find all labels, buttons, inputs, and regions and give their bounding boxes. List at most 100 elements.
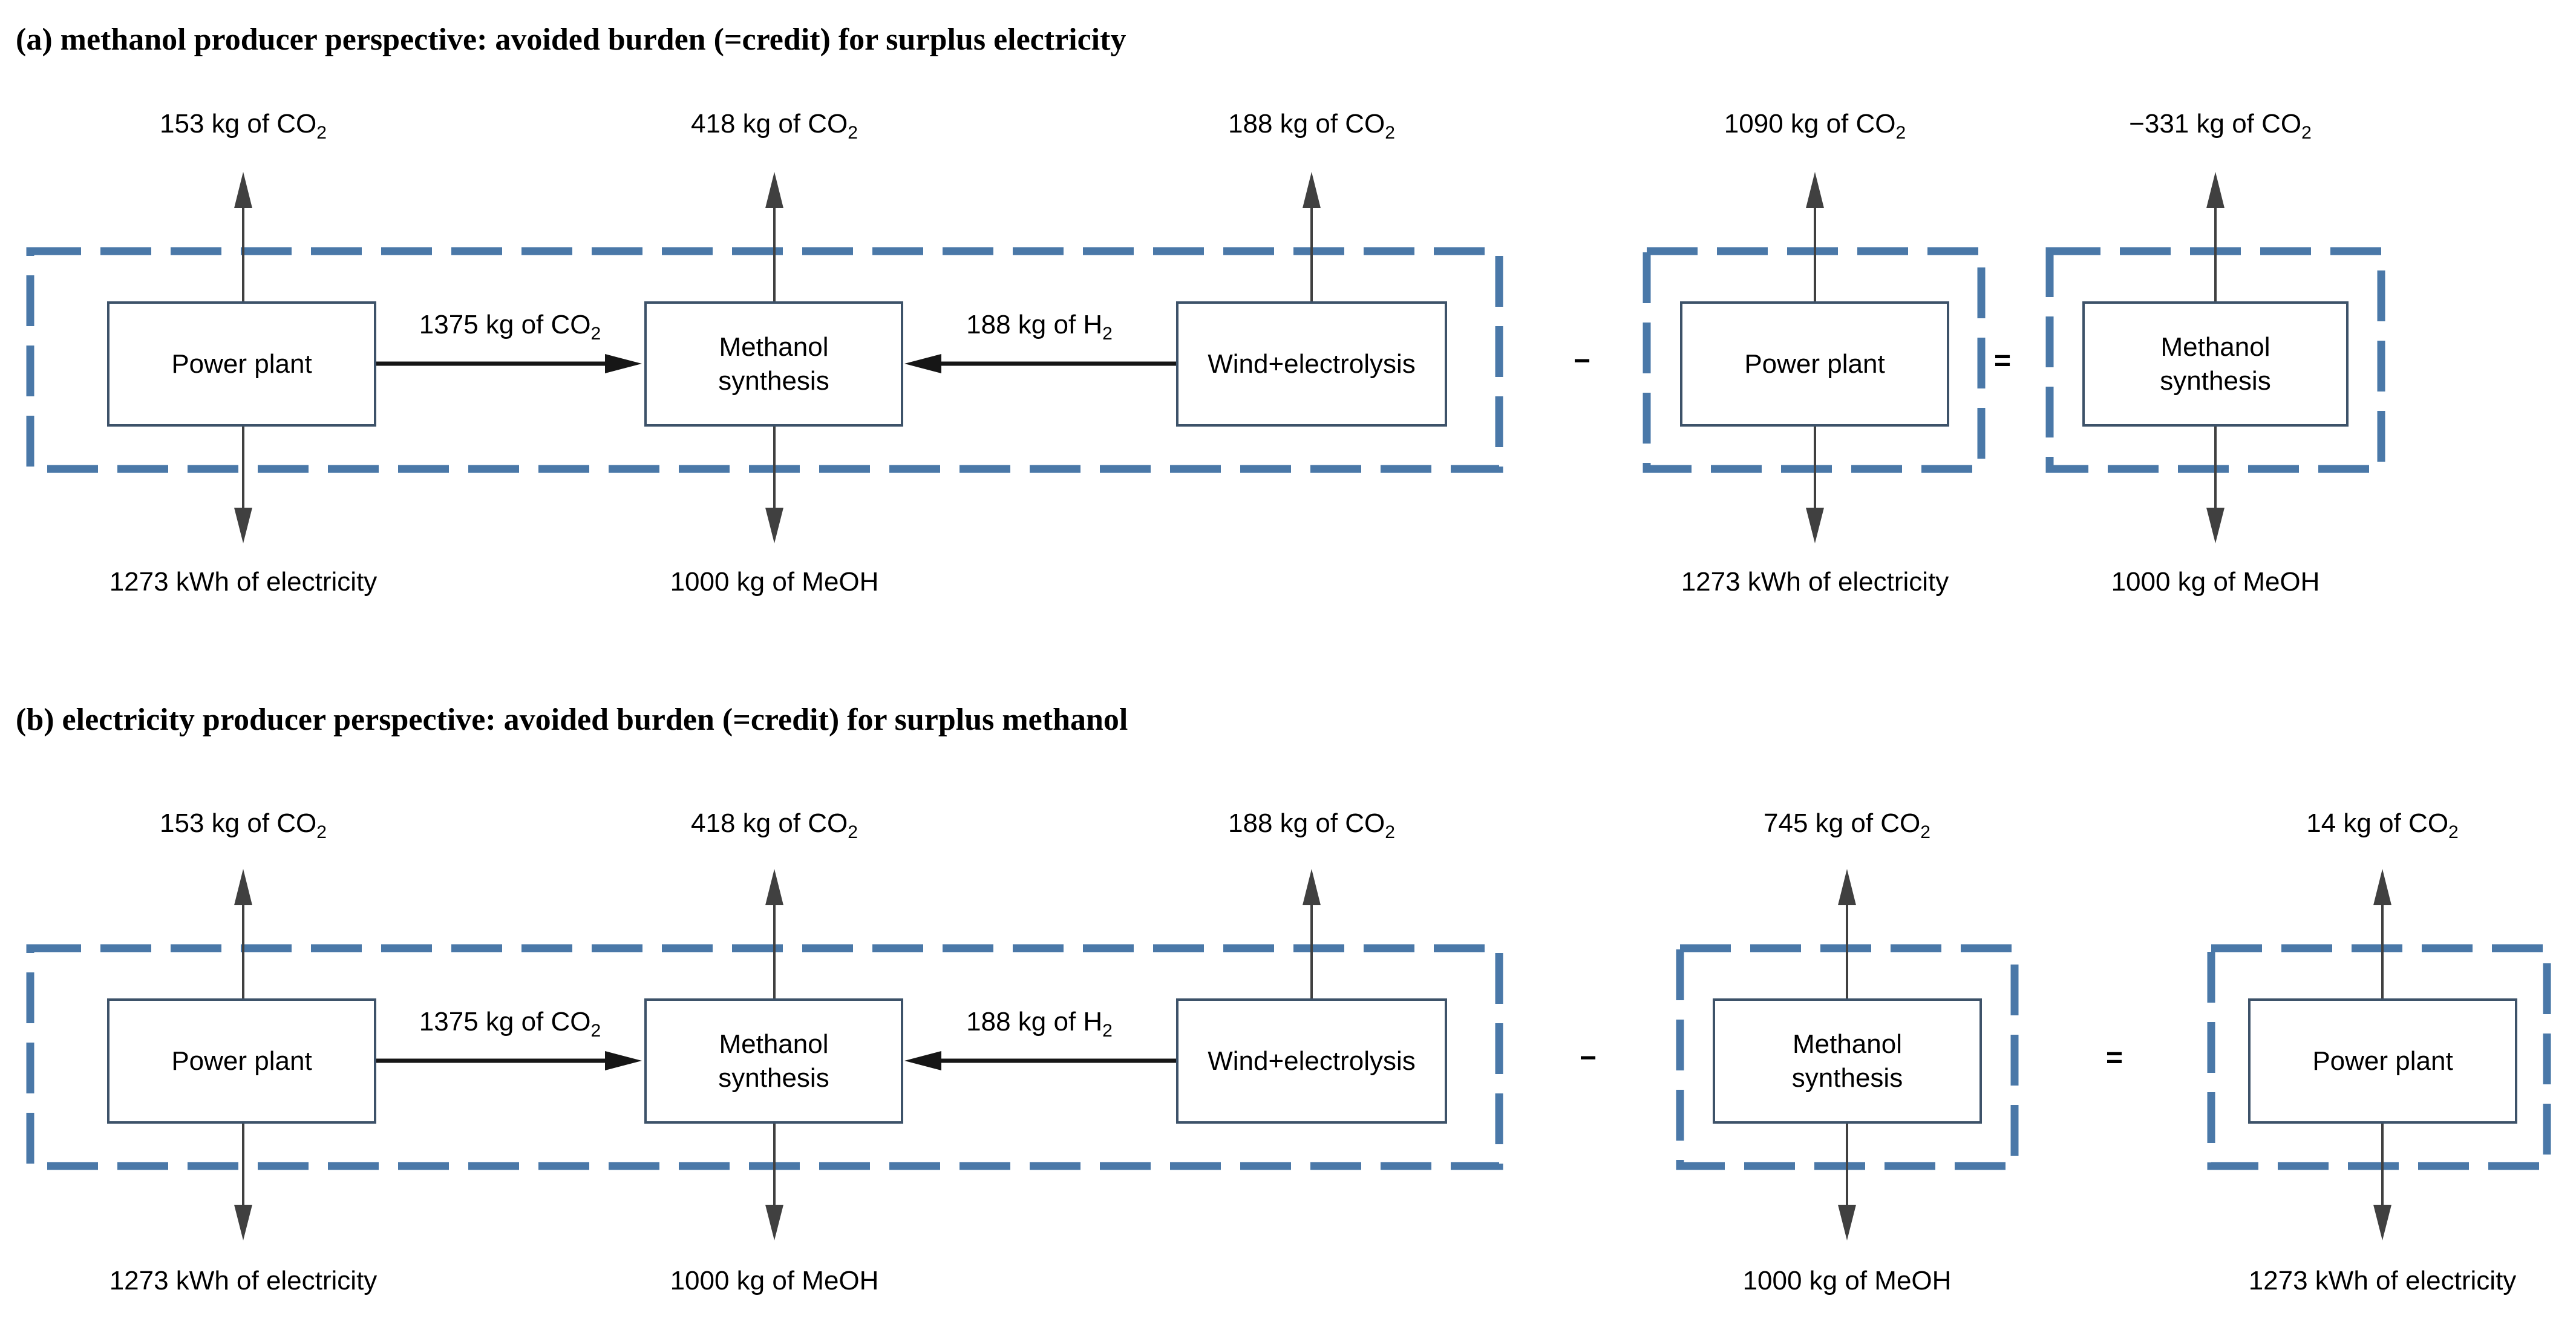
b-system-boundary-main	[26, 944, 1503, 1170]
b-product-label-power: 1273 kWh of electricity	[109, 1266, 378, 1296]
a-down-arrow-result2-head	[2206, 508, 2225, 543]
a-flow-label-co2-sub: 2	[590, 323, 601, 344]
a-methanol-synthesis-box-label: Methanol	[719, 332, 829, 362]
a-up-arrow-power-head	[234, 172, 252, 208]
b-emission-label-methanol-text: 418 kg of CO	[691, 808, 848, 838]
a-product-label-result2: 1000 kg of MeOH	[2111, 567, 2320, 597]
b-up-arrow-result2-head	[2373, 869, 2391, 905]
a-emission-label-result1-sub: 2	[1895, 122, 1906, 143]
b-power-plant-box: Power plant	[107, 998, 376, 1124]
a-minus-operator: −	[1573, 345, 1591, 377]
b-emission-label-result2-sub: 2	[2448, 822, 2459, 842]
a-result1-power-plant-box: Power plant	[1680, 301, 1949, 427]
b-result2-power-plant-box: Power plant	[2248, 998, 2517, 1124]
b-up-arrow-power-head	[234, 869, 252, 905]
b-up-arrow-result1-head	[1838, 869, 1856, 905]
a-product-label-result1: 1273 kWh of electricity	[1681, 567, 1949, 597]
a-result1-box-label: Power plant	[1744, 349, 1885, 379]
a-emission-label-result1: 1090 kg of CO2	[1627, 105, 2002, 152]
b-emission-label-power: 153 kg of CO2	[56, 805, 431, 851]
b-emission-label-power-sub: 2	[316, 822, 327, 842]
a-wind-electrolysis-box-label: Wind+electrolysis	[1208, 349, 1416, 379]
a-emission-label-wind: 188 kg of CO2	[1124, 105, 1499, 152]
a-emission-label-power: 153 kg of CO2	[56, 105, 431, 152]
b-emission-label-wind: 188 kg of CO2	[1124, 805, 1499, 851]
a-emission-label-methanol-text: 418 kg of CO	[691, 109, 848, 139]
b-emission-label-wind-sub: 2	[1385, 822, 1395, 842]
a-result2-box-label2: synthesis	[2160, 365, 2271, 396]
a-h2-flow-arrow-head	[904, 354, 941, 373]
a-emission-label-power-sub: 2	[316, 122, 327, 143]
b-methanol-synthesis-box-label2: synthesis	[718, 1063, 829, 1093]
a-emission-label-wind-text: 188 kg of CO	[1228, 109, 1385, 139]
b-emission-label-wind-text: 188 kg of CO	[1228, 808, 1385, 838]
b-down-arrow-result2-head	[2373, 1205, 2391, 1240]
a-flow-label-h2: 188 kg of H2	[852, 306, 1227, 353]
a-flow-label-h2-sub: 2	[1102, 323, 1113, 344]
b-flow-label-co2-text: 1375 kg of CO	[419, 1007, 591, 1037]
b-product-label-result2: 1273 kWh of electricity	[2248, 1266, 2517, 1296]
b-result1-box-label: Methanol	[1792, 1029, 1902, 1059]
section-b-title: (b) electricity producer perspective: av…	[16, 703, 1128, 737]
a-down-arrow-methanol-head	[765, 508, 783, 543]
b-emission-label-result1-sub: 2	[1920, 822, 1930, 842]
a-up-arrow-result2-head	[2206, 172, 2225, 208]
a-product-label-power: 1273 kWh of electricity	[109, 567, 378, 597]
b-wind-electrolysis-box-label: Wind+electrolysis	[1208, 1046, 1416, 1076]
b-product-label-result1: 1000 kg of MeOH	[1742, 1266, 1952, 1296]
a-methanol-synthesis-box: Methanol synthesis	[644, 301, 903, 427]
a-down-arrow-power-head	[234, 508, 252, 543]
a-result2-methanol-synthesis-box: Methanol synthesis	[2082, 301, 2349, 427]
a-down-arrow-result1-head	[1806, 508, 1824, 543]
b-flow-label-h2-text: 188 kg of H	[966, 1007, 1103, 1037]
section-a-title: (a) methanol producer perspective: avoid…	[16, 22, 1126, 57]
a-flow-label-h2-text: 188 kg of H	[966, 310, 1103, 339]
a-emission-label-result1-text: 1090 kg of CO	[1724, 109, 1896, 139]
b-methanol-synthesis-box: Methanol synthesis	[644, 998, 903, 1124]
b-emission-label-result1: 745 kg of CO2	[1659, 805, 2035, 851]
b-emission-label-result2: 14 kg of CO2	[2195, 805, 2570, 851]
a-emission-label-result2-text: −331 kg of CO	[2129, 109, 2302, 139]
a-emission-label-power-text: 153 kg of CO	[160, 109, 317, 139]
a-emission-label-wind-sub: 2	[1385, 122, 1395, 143]
b-emission-label-methanol-sub: 2	[848, 822, 858, 842]
b-up-arrow-methanol-head	[765, 869, 783, 905]
a-co2-flow-arrow-head	[605, 354, 642, 373]
a-flow-label-co2-text: 1375 kg of CO	[419, 310, 591, 339]
a-emission-label-result2: −331 kg of CO2	[2033, 105, 2408, 152]
b-result2-box-label: Power plant	[2312, 1046, 2453, 1076]
a-emission-label-methanol-sub: 2	[848, 122, 858, 143]
b-result1-box-label2: synthesis	[1791, 1063, 1903, 1093]
a-product-label-methanol: 1000 kg of MeOH	[670, 567, 879, 597]
b-emission-label-power-text: 153 kg of CO	[160, 808, 317, 838]
b-product-label-methanol: 1000 kg of MeOH	[670, 1266, 879, 1296]
a-emission-label-methanol: 418 kg of CO2	[587, 105, 962, 152]
a-methanol-synthesis-box-label2: synthesis	[718, 365, 829, 396]
b-down-arrow-result1-head	[1838, 1205, 1856, 1240]
b-down-arrow-power-head	[234, 1205, 252, 1240]
b-flow-label-h2: 188 kg of H2	[852, 1003, 1227, 1050]
b-wind-electrolysis-box: Wind+electrolysis	[1176, 998, 1447, 1124]
a-system-boundary-main	[26, 247, 1503, 473]
b-methanol-synthesis-box-label: Methanol	[719, 1029, 829, 1059]
a-emission-label-result2-sub: 2	[2301, 122, 2312, 143]
a-wind-electrolysis-box: Wind+electrolysis	[1176, 301, 1447, 427]
b-flow-label-co2: 1375 kg of CO2	[322, 1003, 698, 1050]
a-flow-label-co2: 1375 kg of CO2	[322, 306, 698, 353]
a-power-plant-box: Power plant	[107, 301, 376, 427]
b-emission-label-result1-text: 745 kg of CO	[1764, 808, 1921, 838]
b-equals-operator: =	[2105, 1042, 2123, 1074]
a-equals-operator: =	[1993, 345, 2012, 377]
b-down-arrow-methanol-head	[765, 1205, 783, 1240]
a-up-arrow-methanol-head	[765, 172, 783, 208]
a-power-plant-box-label: Power plant	[171, 349, 312, 379]
b-h2-flow-arrow-head	[904, 1051, 941, 1070]
a-up-arrow-result1-head	[1806, 172, 1824, 208]
b-result1-methanol-synthesis-box: Methanol synthesis	[1713, 998, 1982, 1124]
b-emission-label-methanol: 418 kg of CO2	[587, 805, 962, 851]
b-minus-operator: −	[1579, 1042, 1597, 1074]
b-flow-label-co2-sub: 2	[590, 1020, 601, 1041]
b-co2-flow-arrow-head	[605, 1051, 642, 1070]
